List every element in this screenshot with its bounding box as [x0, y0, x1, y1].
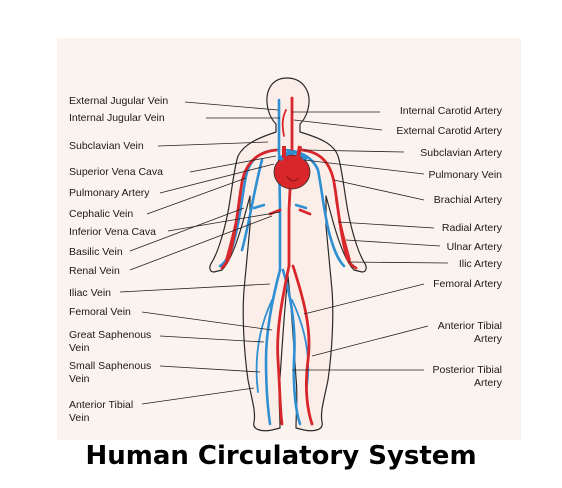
leader-line	[159, 365, 261, 373]
left-label: Pulmonary Artery	[69, 187, 150, 199]
left-label-line: Internal Jugular Vein	[69, 112, 165, 124]
left-label-line: Cephalic Vein	[69, 208, 133, 220]
right-label: Femoral Artery	[433, 278, 503, 290]
leader-line	[129, 207, 245, 252]
leader-lines	[119, 101, 449, 405]
left-label-line: Vein	[69, 342, 90, 354]
right-label: Ilic Artery	[459, 258, 503, 270]
right-label: Brachial Artery	[434, 194, 503, 206]
left-label: Inferior Vena Cava	[69, 226, 156, 238]
leader-line	[119, 283, 271, 293]
leader-line	[347, 261, 449, 264]
left-label: Internal Jugular Vein	[69, 112, 165, 124]
left-label-line: Pulmonary Artery	[69, 187, 150, 199]
leader-line	[141, 387, 255, 405]
leader-line	[303, 283, 425, 315]
right-label: External Carotid Artery	[396, 125, 502, 137]
left-label-line: Vein	[69, 373, 90, 385]
right-label-line: Artery	[474, 333, 503, 345]
left-label-line: Renal Vein	[69, 265, 120, 277]
right-label-line: Femoral Artery	[433, 278, 503, 290]
right-label: Radial Artery	[442, 222, 503, 234]
left-label: Renal Vein	[69, 265, 120, 277]
leader-line	[159, 163, 275, 194]
right-label-line: Brachial Artery	[434, 194, 503, 206]
right-label-line: External Carotid Artery	[396, 125, 502, 137]
left-label-line: Great Saphenous	[69, 329, 151, 341]
right-label-line: Ilic Artery	[459, 258, 503, 270]
right-label-line: Internal Carotid Artery	[400, 105, 503, 117]
right-label-line: Ulnar Artery	[447, 241, 503, 253]
left-label-line: Superior Vena Cava	[69, 166, 163, 178]
right-label: Internal Carotid Artery	[400, 105, 503, 117]
leader-line	[159, 335, 265, 343]
right-label-line: Anterior Tibial	[438, 320, 502, 332]
leader-line	[311, 325, 429, 357]
left-label: External Jugular Vein	[69, 95, 168, 107]
leader-line	[333, 179, 425, 201]
leader-line	[157, 141, 269, 147]
left-label: Cephalic Vein	[69, 208, 133, 220]
left-label-line: External Jugular Vein	[69, 95, 168, 107]
right-label: Ulnar Artery	[447, 241, 503, 253]
leader-line	[303, 159, 425, 175]
right-label-line: Posterior Tibial	[433, 364, 502, 376]
right-label: Pulmonary Vein	[428, 169, 502, 181]
left-label-line: Iliac Vein	[69, 287, 111, 299]
left-label-line: Inferior Vena Cava	[69, 226, 156, 238]
left-label: Femoral Vein	[69, 306, 131, 318]
leader-line	[337, 221, 435, 229]
left-label: Superior Vena Cava	[69, 166, 163, 178]
right-label-line: Radial Artery	[442, 222, 503, 234]
leader-line	[189, 155, 277, 173]
leader-line	[167, 211, 281, 232]
leader-line	[146, 177, 247, 215]
heart	[273, 145, 311, 190]
leader-line	[141, 311, 273, 331]
left-label: Basilic Vein	[69, 246, 123, 258]
diagram-caption: Human Circulatory System	[85, 441, 477, 471]
left-label: Iliac Vein	[69, 287, 111, 299]
left-label-line: Femoral Vein	[69, 306, 131, 318]
left-label-line: Basilic Vein	[69, 246, 123, 258]
left-label-line: Vein	[69, 412, 90, 424]
left-label-line: Subclavian Vein	[69, 140, 144, 152]
leader-line	[293, 119, 383, 131]
right-label-line: Artery	[474, 377, 503, 389]
leader-line	[184, 101, 279, 111]
right-label-line: Subclavian Artery	[420, 147, 502, 159]
leader-line	[303, 149, 405, 153]
leader-line	[345, 239, 441, 247]
right-label-line: Pulmonary Vein	[428, 169, 502, 181]
right-label: Subclavian Artery	[420, 147, 502, 159]
leader-line	[129, 215, 273, 271]
left-label-line: Small Saphenous	[69, 360, 151, 372]
left-label-line: Anterior Tibial	[69, 399, 133, 411]
left-label: Subclavian Vein	[69, 140, 144, 152]
